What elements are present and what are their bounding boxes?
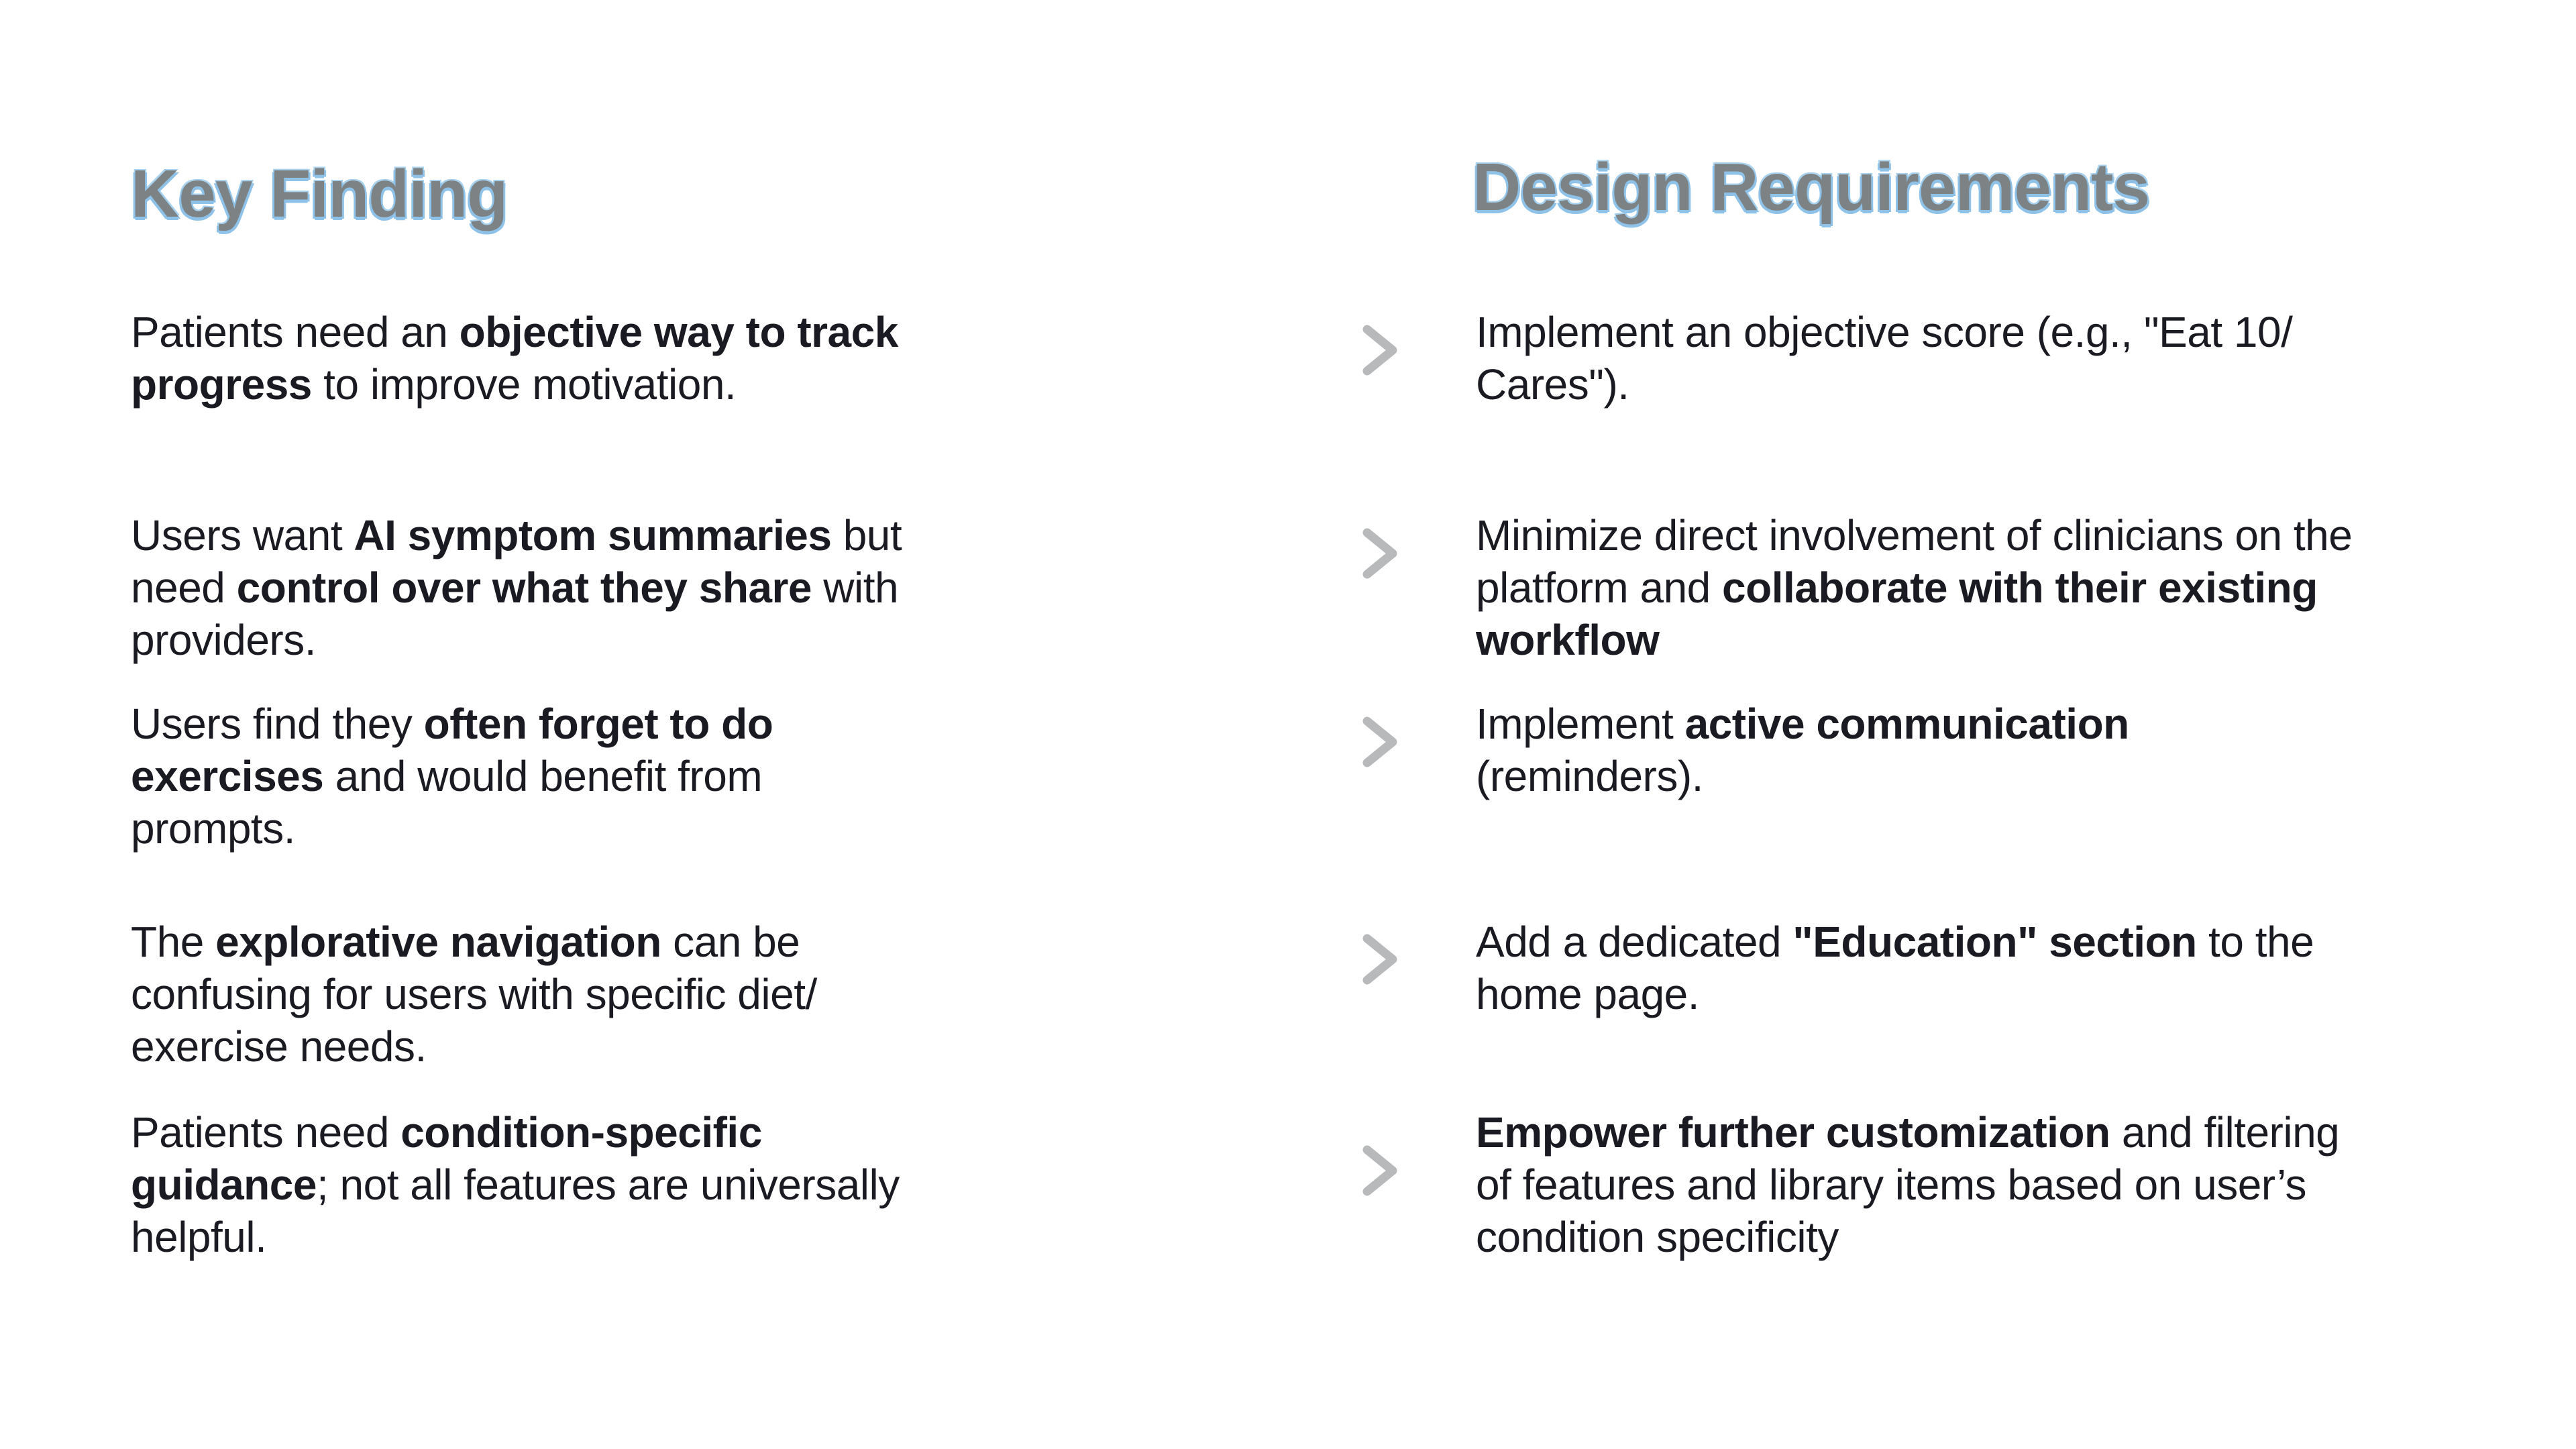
arrow-right-icon [1086,934,1397,985]
text-line: Implement active communication [1476,700,2129,748]
finding-text: Users want AI symptom summaries but need … [131,509,902,666]
text-line: workflow [1476,616,1660,664]
text-line: of features and library items based on u… [1476,1161,2307,1209]
text-line: Add a dedicated "Education" section to t… [1476,918,2314,966]
text-line: Minimize direct involvement of clinician… [1476,511,2353,559]
text-line: providers. [131,616,317,664]
requirement-text: Empower further customization and filter… [1476,1106,2340,1263]
arrow-right-icon [1086,1145,1397,1196]
arrow-right-icon [1086,528,1397,579]
text-line: confusing for users with specific diet/ [131,970,817,1018]
requirement-text: Add a dedicated "Education" section to t… [1476,916,2314,1020]
text-line: helpful. [131,1213,267,1261]
text-line: exercises and would benefit from [131,752,763,800]
text-line: Users find they often forget to do [131,700,773,748]
text-line: The explorative navigation can be [131,918,800,966]
text-line: Implement an objective score (e.g., "Eat… [1476,308,2293,356]
text-line: Cares"). [1476,360,1629,409]
text-line: guidance; not all features are universal… [131,1161,900,1209]
requirement-text: Implement an objective score (e.g., "Eat… [1476,306,2293,411]
text-line: prompts. [131,804,295,853]
text-line: condition specificity [1476,1213,1839,1261]
text-line: home page. [1476,970,1700,1018]
text-line: Patients need condition-specific [131,1108,762,1157]
text-line: progress to improve motivation. [131,360,737,409]
text-line: need control over what they share with [131,564,899,612]
text-line: (reminders). [1476,752,1703,800]
text-line: exercise needs. [131,1022,427,1071]
arrow-right-icon [1086,325,1397,376]
requirement-text: Minimize direct involvement of clinician… [1476,509,2353,666]
design-requirements-heading: Design Requirements [1472,150,2150,225]
text-line: platform and collaborate with their exis… [1476,564,2318,612]
text-line: Users want AI symptom summaries but [131,511,902,559]
text-line: Empower further customization and filter… [1476,1108,2340,1157]
text-line: Patients need an objective way to track [131,308,898,356]
key-finding-heading: Key Finding [131,156,508,231]
requirement-text: Implement active communication(reminders… [1476,698,2129,802]
arrow-right-icon [1086,716,1397,767]
